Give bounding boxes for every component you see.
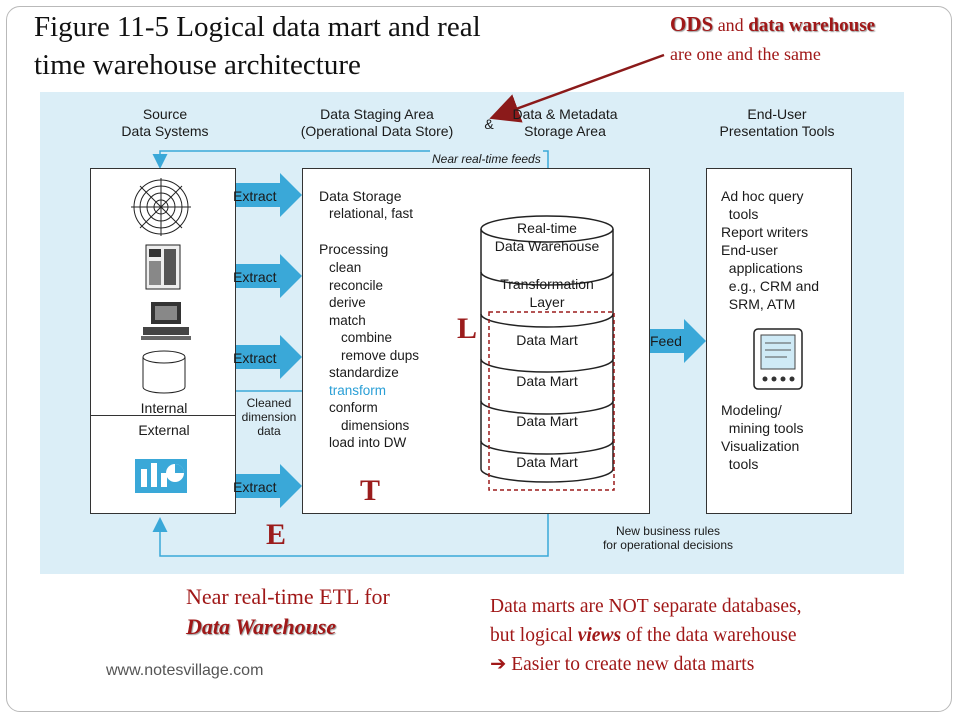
header-enduser: End-User Presentation Tools <box>719 106 835 139</box>
data-mart-label: Data Mart <box>516 332 578 348</box>
external-label: External <box>138 422 190 438</box>
step-match: match <box>329 312 366 328</box>
extract-label: Extract <box>233 479 277 495</box>
data-mart-note: Data marts are NOT separate databases, b… <box>490 592 802 679</box>
source-systems-box: Internal External <box>90 168 236 514</box>
data-mart-highlight <box>488 311 615 491</box>
computer-icon <box>141 302 191 340</box>
enduser-tools-box: Ad hoc query tools Report writers End-us… <box>706 168 852 514</box>
slide-title: Figure 11-5 Logical data mart and real t… <box>34 11 481 81</box>
web-icon <box>131 178 191 236</box>
enduser-tools-list-2: Modeling/ mining tools Visualization too… <box>721 402 804 472</box>
step-combine: combine <box>341 330 393 345</box>
step-clean: clean <box>329 260 362 275</box>
header-metadata: Data & Metadata Storage Area <box>512 106 618 139</box>
watermark: www.notesvillage.com <box>106 662 264 679</box>
ods-note: ODS and data warehouse are one and the s… <box>670 10 875 68</box>
extract-label: Extract <box>233 188 277 204</box>
realtime-dw-label: Real-time Data Warehouse <box>494 220 600 254</box>
header-ampersand: & <box>484 116 494 132</box>
ods-note-line2: are one and the same <box>670 44 821 64</box>
header-staging: Data Staging Area (Operational Data Stor… <box>300 106 454 139</box>
pda-icon <box>753 328 803 390</box>
letter-l: L <box>457 312 478 345</box>
ods-term: ODS <box>670 12 714 36</box>
data-mart-label: Data Mart <box>516 373 578 389</box>
internal-label: Internal <box>140 400 188 416</box>
step-remove-dups: remove dups <box>341 347 420 363</box>
note-line2-a: but logical <box>490 625 578 646</box>
note-line2-c: of the data warehouse <box>621 625 797 646</box>
near-realtime-feeds-label: Near real-time feeds <box>430 150 543 168</box>
business-rules-line <box>152 488 549 557</box>
letter-t: T <box>360 474 381 507</box>
data-mart-label: Data Mart <box>516 454 578 470</box>
ods-and: and <box>713 15 749 35</box>
cleaned-dimension-label: Cleaned dimension data <box>241 396 297 438</box>
source-icons <box>131 178 191 493</box>
extract-label: Extract <box>233 350 277 366</box>
extract-label: Extract <box>233 269 277 285</box>
staging-storage-box: Data Storage relational, fast Processing… <box>302 168 650 514</box>
enduser-tools-list: Ad hoc query tools Report writers End-us… <box>721 188 820 312</box>
slide-border <box>6 6 952 712</box>
etl-note-line1: Near real-time ETL for <box>186 584 390 609</box>
feed-label: Feed <box>650 333 682 349</box>
data-mart-label: Data Mart <box>516 413 578 429</box>
new-business-rules-label: New business rules for operational decis… <box>602 524 734 552</box>
transformation-layer-label: Transformation Layer <box>500 276 594 310</box>
letter-e: E <box>266 518 287 551</box>
external-data-icon <box>135 459 187 493</box>
data-mart-note-line2: but logical views of the data warehouse <box>490 621 802 650</box>
data-storage-subtitle: relational, fast <box>329 206 414 221</box>
database-icon <box>142 350 186 394</box>
internal-external-divider <box>91 415 235 416</box>
step-derive: derive <box>329 295 366 310</box>
step-reconcile: reconcile <box>329 277 384 293</box>
processing-title: Processing <box>319 241 389 257</box>
step-transform: transform <box>329 382 387 398</box>
server-icon <box>145 244 181 290</box>
data-mart-note-line3: ➔ Easier to create new data marts <box>490 654 755 675</box>
etl-note: Near real-time ETL for Data Warehouse <box>186 582 390 642</box>
step-conform: conform <box>329 400 378 415</box>
data-mart-note-line1: Data marts are NOT separate databases, <box>490 596 802 617</box>
step-load-into-dw: load into DW <box>329 435 407 450</box>
data-storage-title: Data Storage <box>319 188 402 204</box>
dw-term: data warehouse <box>748 15 876 36</box>
etl-note-line2: Data Warehouse <box>186 614 337 639</box>
header-source: Source Data Systems <box>121 106 209 139</box>
step-dimensions: dimensions <box>341 417 410 433</box>
warehouse-cylinder <box>480 215 615 491</box>
ods-pointer-arrow <box>489 53 665 123</box>
feed-arrow <box>636 319 706 363</box>
step-standardize: standardize <box>329 365 399 380</box>
note-views: views <box>577 625 622 646</box>
